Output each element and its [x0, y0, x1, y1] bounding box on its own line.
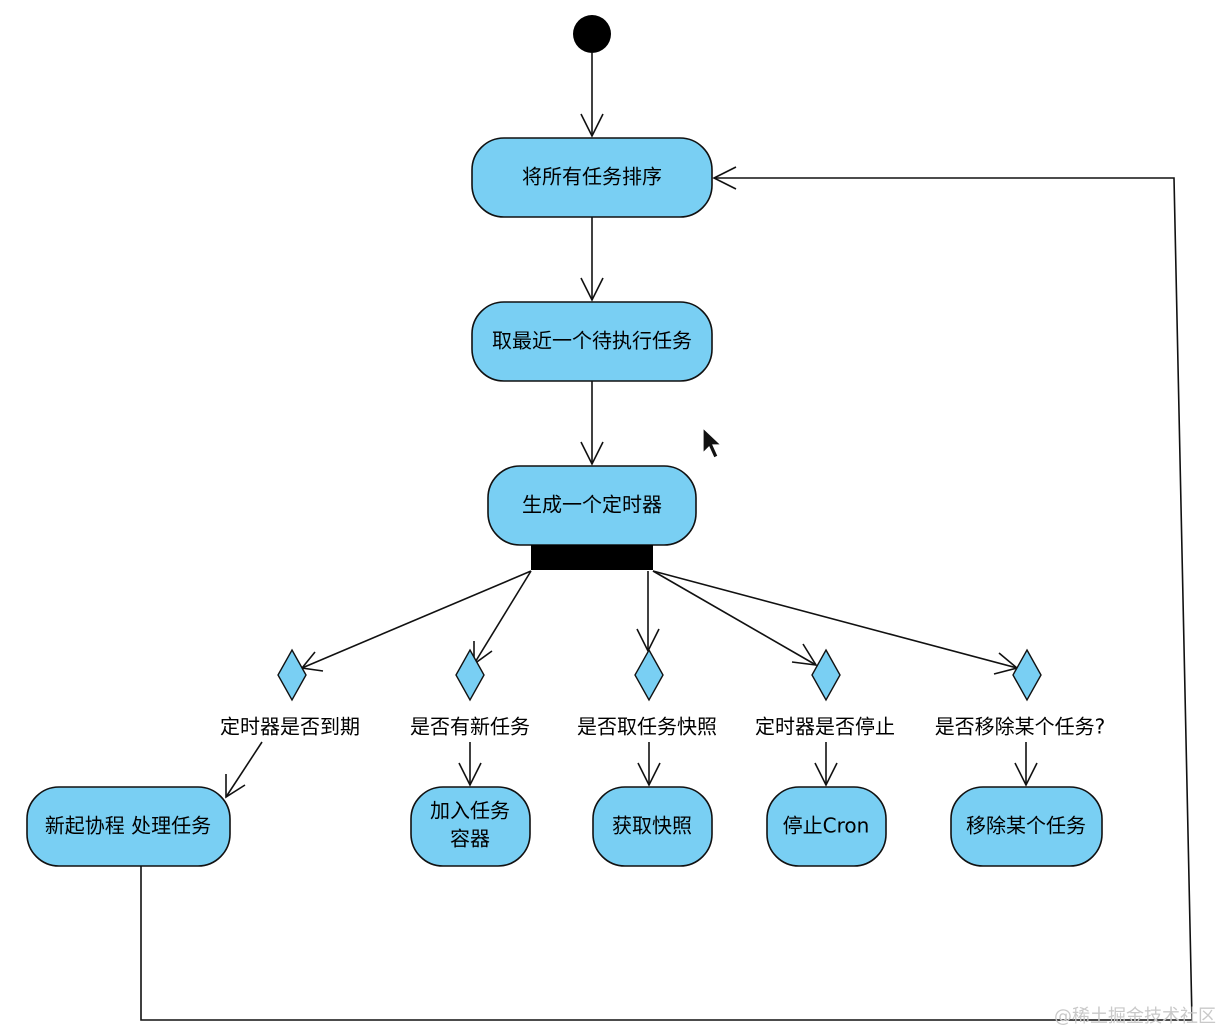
fork-bar	[531, 545, 653, 570]
node-stop-cron: 停止Cron	[766, 786, 887, 867]
condition-remove-some-task-label: 是否移除某个任务?	[935, 715, 1106, 739]
edge-start-to-sort	[580, 53, 604, 138]
decision-take-snapshot	[634, 648, 664, 702]
node-sort-tasks-label: 将所有任务排序	[522, 165, 662, 189]
decision-timer-stopped	[811, 648, 841, 702]
edge-timer-stopped-to-stop-cron	[814, 742, 838, 787]
node-stop-cron-label: 停止Cron	[783, 814, 870, 838]
node-spawn-worker: 新起协程 处理任务	[26, 786, 231, 867]
edge-fork-to-timer-expired	[300, 570, 532, 672]
edge-fork-to-new-task	[473, 570, 532, 666]
node-spawn-worker-label: 新起协程 处理任务	[45, 814, 211, 838]
decision-timer-expired	[277, 648, 307, 702]
node-get-snapshot-label: 获取快照	[612, 814, 692, 838]
edge-remove-some-task-to-remove-task	[1014, 742, 1038, 787]
node-create-timer-label: 生成一个定时器	[522, 493, 662, 517]
condition-timer-expired-label: 定时器是否到期	[220, 715, 360, 739]
edge-fork-to-remove-some-task	[652, 570, 1019, 675]
node-take-next-task-label: 取最近一个待执行任务	[492, 329, 692, 353]
edge-take-next-to-create-timer	[580, 381, 604, 466]
edge-fork-to-timer-stopped	[652, 570, 818, 667]
condition-new-task-label: 是否有新任务	[410, 715, 530, 739]
edge-timer-expired-to-spawn-worker	[225, 741, 263, 799]
watermark-text: @稀土掘金技术社区	[1054, 1006, 1216, 1027]
edge-sort-to-take-next	[580, 217, 604, 302]
edge-loop-back-to-sort	[140, 166, 1193, 1021]
node-remove-task: 移除某个任务	[950, 786, 1103, 867]
node-add-task-label-line2: 容器	[450, 827, 490, 851]
decision-remove-some-task	[1012, 648, 1042, 702]
condition-timer-stopped-label: 定时器是否停止	[755, 715, 895, 739]
node-get-snapshot: 获取快照	[592, 786, 713, 867]
edge-new-task-to-add-task	[458, 742, 482, 787]
node-remove-task-label: 移除某个任务	[966, 814, 1086, 838]
node-add-task: 加入任务 容器	[410, 786, 531, 867]
node-create-timer: 生成一个定时器	[487, 465, 697, 546]
edge-fork-to-take-snapshot	[636, 571, 660, 653]
node-add-task-label-line1: 加入任务	[430, 799, 510, 823]
start-node	[573, 15, 611, 53]
decision-new-task	[455, 648, 485, 702]
node-take-next-task: 取最近一个待执行任务	[471, 301, 713, 382]
condition-take-snapshot-label: 是否取任务快照	[577, 715, 717, 739]
edge-take-snapshot-to-get-snapshot	[637, 742, 661, 787]
mouse-cursor-icon	[702, 426, 723, 459]
node-sort-tasks: 将所有任务排序	[471, 137, 713, 218]
